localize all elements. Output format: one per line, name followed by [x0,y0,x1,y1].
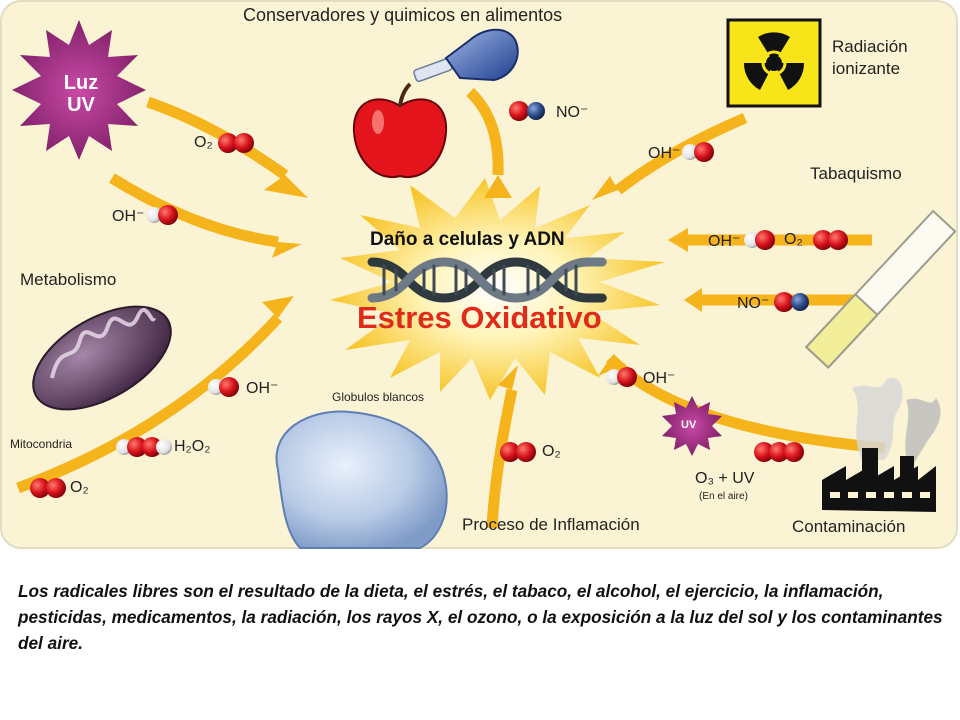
center-label-oxidative: Estres Oxidativo [357,300,602,335]
white-blood-cell-icon [275,410,448,549]
mol-label-oh-pollution: OH⁻ [643,370,676,387]
mol-label-no-tobacco: NO⁻ [737,295,770,312]
mol-label-no-food: NO⁻ [556,104,589,121]
molecule-o2-uv [218,133,254,153]
label-en-aire: (En el aire) [699,491,748,502]
mol-label-oh-tobacco: OH⁻ [708,233,741,250]
label-radiacion: Radiación ionizante [832,37,908,78]
molecule-o2-inflammation [500,442,536,462]
mol-label-h2o2: H₂O₂ [174,438,211,455]
molecule-oh-pollution [606,367,637,387]
uv-star-icon [662,396,722,456]
molecule-o3 [754,442,804,462]
mol-label-oh-radiation: OH⁻ [648,145,681,162]
label-ozono: O₃ + UV [695,470,755,487]
label-metabolismo: Metabolismo [20,270,117,289]
molecule-oh-radiation [682,142,714,162]
mol-label-o2-mito: O₂ [70,479,89,496]
molecule-h2o2 [116,437,172,457]
cigarette-icon [804,209,957,369]
molecule-oh-tobacco [744,230,775,250]
molecule-oh-metabolism [208,377,239,397]
label-contaminacion: Contaminación [792,517,906,536]
luz-uv-star-icon [12,20,146,160]
molecule-o2-tobacco [813,230,848,250]
center-label-damage: Daño a celulas y ADN [370,229,565,250]
label-uv-star: UV [681,419,697,431]
title-food-chemicals: Conservadores y quimicos en alimentos [243,5,563,25]
molecule-o2-mito [30,478,66,498]
mol-label-oh-uv: OH⁻ [112,208,145,225]
label-tabaquismo: Tabaquismo [810,164,902,183]
caption: Los radicales libres son el resultado de… [18,581,943,653]
molecule-no-tobacco [774,292,809,312]
flask-icon [413,28,519,83]
molecule-no-food [509,101,545,121]
factory-icon [822,377,941,512]
mol-label-o2-tobacco: O₂ [784,231,803,248]
label-globulos: Globulos blancos [332,390,425,404]
label-inflamacion: Proceso de Inflamación [462,515,640,534]
molecule-oh-uv [146,205,178,225]
mitochondria-icon [32,305,172,411]
label-luz-uv: Luz UV [63,72,99,116]
label-mitocondria: Mitocondria [10,437,73,451]
radiation-icon [726,18,822,108]
mol-label-o2-inflammation: O₂ [542,443,561,460]
apple-icon [352,82,448,179]
mol-label-o2-uv: O₂ [194,134,213,151]
mol-label-oh-metabolism: OH⁻ [246,380,279,397]
arrow-heads [262,175,702,390]
dna-helix-icon [367,257,607,303]
